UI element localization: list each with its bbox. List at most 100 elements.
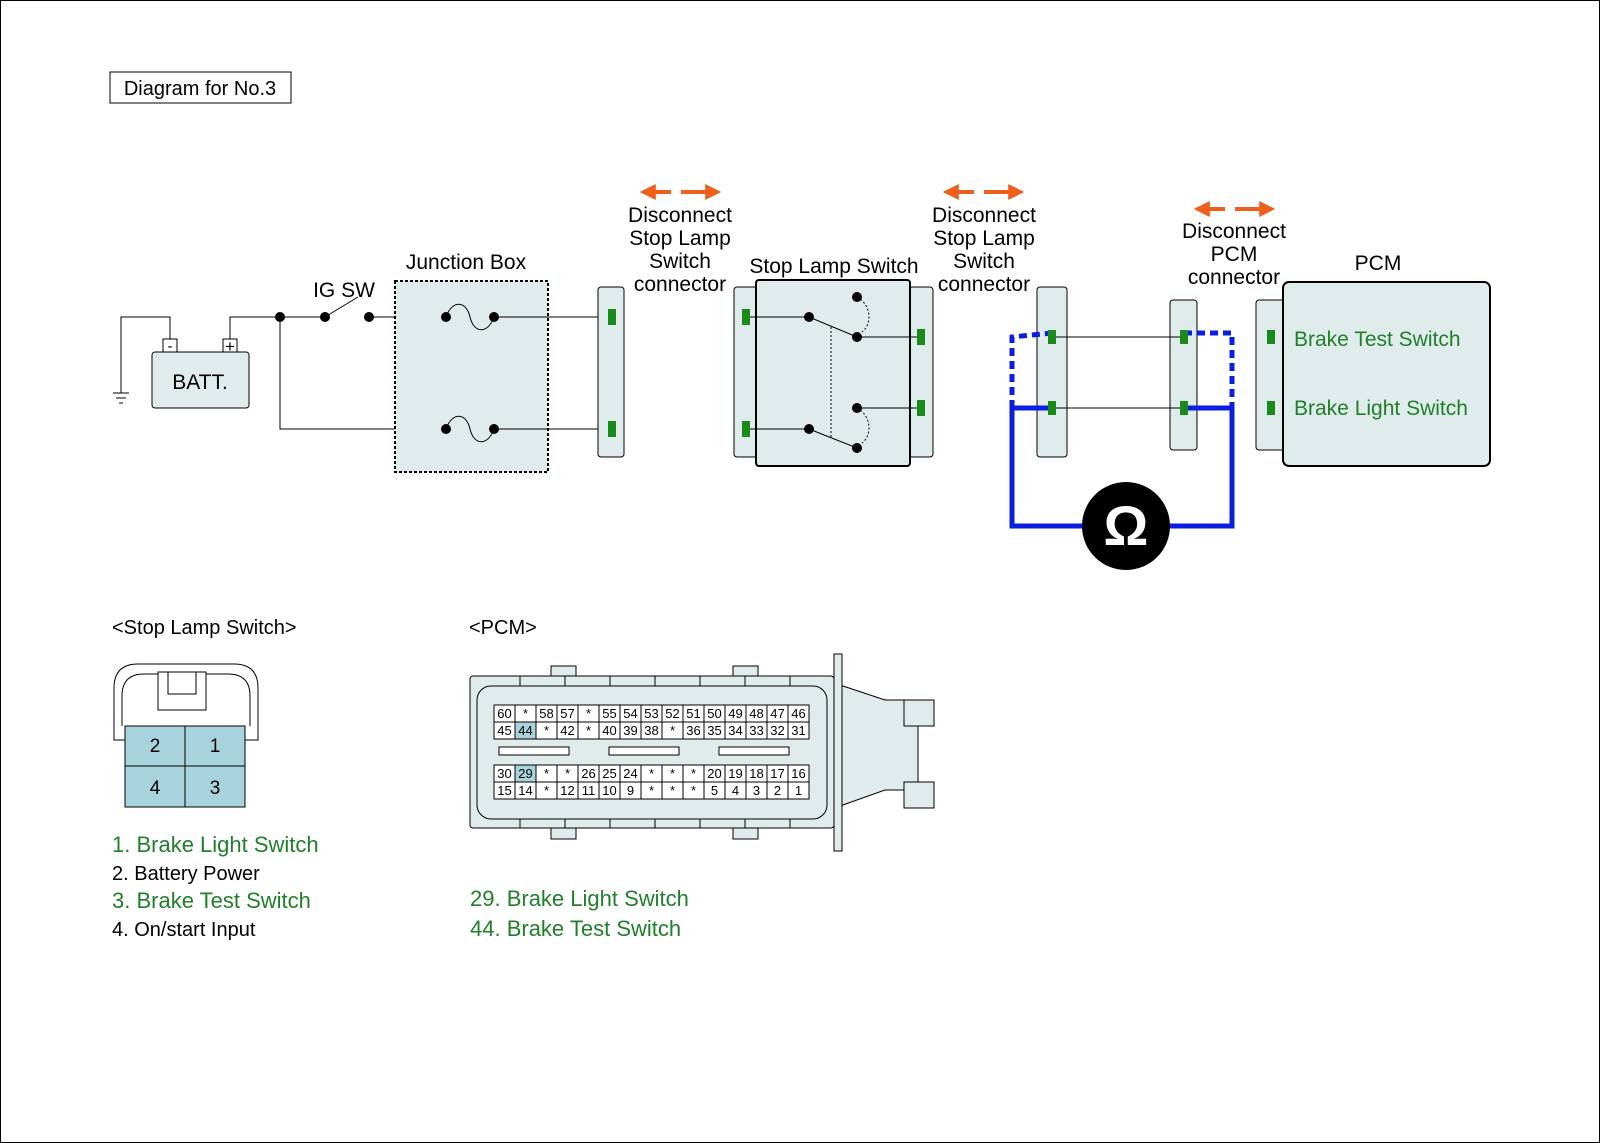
pcm-pin-label: 29: [518, 766, 532, 781]
battery-circuit: [113, 316, 280, 409]
pcm-pin-label: 34: [728, 723, 742, 738]
pcm-pin-label: 24: [623, 766, 637, 781]
pcm-pin-label: 15: [497, 783, 511, 798]
pcm-pin-label: 33: [749, 723, 763, 738]
pcm-pin-label: *: [544, 783, 549, 798]
pcm-pin-label: 26: [581, 766, 595, 781]
disconnect-label-2-line-2: Stop Lamp: [933, 227, 1035, 250]
disconnect-label-1-line-3: Switch: [649, 250, 711, 273]
terminal: [1180, 330, 1188, 344]
pcm-pin-label: 50: [707, 706, 721, 721]
pcm-pin-label: *: [649, 766, 654, 781]
pcm-pin-label: 16: [791, 766, 805, 781]
stop-lamp-pin: 2: [150, 736, 161, 757]
battery-label: BATT.: [172, 371, 228, 394]
pcm-pin-label: 1: [795, 783, 802, 798]
fuse-icon: [445, 303, 495, 331]
pcm-pin-label: 42: [560, 723, 574, 738]
stop-lamp-connector-face: [113, 663, 259, 808]
pcm-pin-cell: [787, 721, 810, 740]
ohmmeter-leads: [1009, 330, 1235, 529]
pcm-pin-label: 35: [707, 723, 721, 738]
pcm-label: PCM: [1355, 252, 1402, 275]
pcm-pin-label: 51: [686, 706, 700, 721]
pcm-pin-label: 58: [539, 706, 553, 721]
pcm-pin-label: 36: [686, 723, 700, 738]
pcm-pin-label: 47: [770, 706, 784, 721]
terminal: [1180, 401, 1188, 415]
pcm-pin-label: 44: [518, 723, 532, 738]
pcm-pin-label: 40: [602, 723, 616, 738]
pcm-pin-label: *: [523, 706, 528, 721]
junction-box: [394, 280, 612, 473]
terminal: [1048, 330, 1056, 344]
ig-sw-label: IG SW: [313, 279, 375, 302]
harness-connectors: [1036, 286, 1198, 458]
pcm-pin-label: 46: [791, 706, 805, 721]
stop-lamp-legend-item: 3. Brake Test Switch: [112, 888, 311, 913]
pcm-pin-label: *: [544, 766, 549, 781]
pcm-pin-label: *: [670, 766, 675, 781]
pcm-pin-label: 54: [623, 706, 637, 721]
pcm-pin-label: 30: [497, 766, 511, 781]
page-title: Diagram for No.3: [124, 78, 276, 100]
pcm-pin-label: 38: [644, 723, 658, 738]
pcm-connector-title: <PCM>: [469, 617, 537, 639]
pcm-pin-label: 49: [728, 706, 742, 721]
pcm-pin-label: 39: [623, 723, 637, 738]
pcm-connector-body: [469, 653, 935, 852]
pcm-pin-label: *: [649, 783, 654, 798]
disconnect-label-3-line-3: connector: [1188, 266, 1280, 289]
pcm-pin-label: 32: [770, 723, 784, 738]
pcm-pin-label: *: [691, 766, 696, 781]
pcm-terminal-brake-test: Brake Test Switch: [1294, 328, 1461, 351]
pcm-pin-label: *: [565, 766, 570, 781]
pcm-pin-label: 25: [602, 766, 616, 781]
stop-lamp-switch: [733, 279, 934, 467]
stop-lamp-legend-item: 1. Brake Light Switch: [112, 832, 319, 857]
pcm-pin-label: *: [670, 723, 675, 738]
pcm-pin-label: *: [670, 783, 675, 798]
pcm-pin-label: 53: [644, 706, 658, 721]
pcm-pin-label: 19: [728, 766, 742, 781]
stop-lamp-pin: 3: [210, 778, 221, 799]
disconnect-label-3-line-1: Disconnect: [1182, 220, 1286, 243]
disconnect-label-1-line-1: Disconnect: [628, 204, 732, 227]
pcm-pin-label: 17: [770, 766, 784, 781]
battery-icon: [151, 351, 250, 409]
terminal: [1048, 401, 1056, 415]
pcm-legend-item: 44. Brake Test Switch: [470, 916, 681, 941]
pcm-pin-label: 12: [560, 783, 574, 798]
pcm-legend-item: 29. Brake Light Switch: [470, 886, 689, 911]
stop-lamp-pin: 4: [150, 778, 161, 799]
stop-lamp-switch-label: Stop Lamp Switch: [749, 255, 918, 278]
disconnect-label-2-line-3: Switch: [953, 250, 1015, 273]
battery-negative-label: -: [168, 338, 173, 355]
pcm-pin-label: *: [544, 723, 549, 738]
pcm-pin-label: 48: [749, 706, 763, 721]
stop-lamp-harness-connector: [597, 286, 625, 458]
pcm-pin-label: 14: [518, 783, 532, 798]
pcm-pin-label: 2: [774, 783, 781, 798]
pcm-pin-label: 60: [497, 706, 511, 721]
pcm-pin-label: 20: [707, 766, 721, 781]
pcm-pin-label: 4: [732, 783, 739, 798]
ohmmeter-icon: [1082, 482, 1170, 570]
battery-positive-label: +: [225, 337, 235, 356]
pcm-terminal-brake-light: Brake Light Switch: [1294, 397, 1468, 420]
pcm-pin-label: 57: [560, 706, 574, 721]
title-box: [109, 71, 292, 104]
pcm-pin-label: 11: [582, 783, 596, 798]
pcm-pin-label: 9: [627, 783, 634, 798]
fuse-icon: [445, 415, 495, 443]
pcm-pin-label: 45: [497, 723, 511, 738]
pcm-pin-label: *: [586, 706, 591, 721]
stop-lamp-legend-item: 4. On/start Input: [112, 919, 256, 941]
pcm-pin-label: 52: [665, 706, 679, 721]
disconnect-label-1-line-4: connector: [634, 273, 726, 296]
pcm-pin-label: 3: [753, 783, 760, 798]
pcm-pin-label: *: [586, 723, 591, 738]
disconnect-label-2-line-1: Disconnect: [932, 204, 1036, 227]
